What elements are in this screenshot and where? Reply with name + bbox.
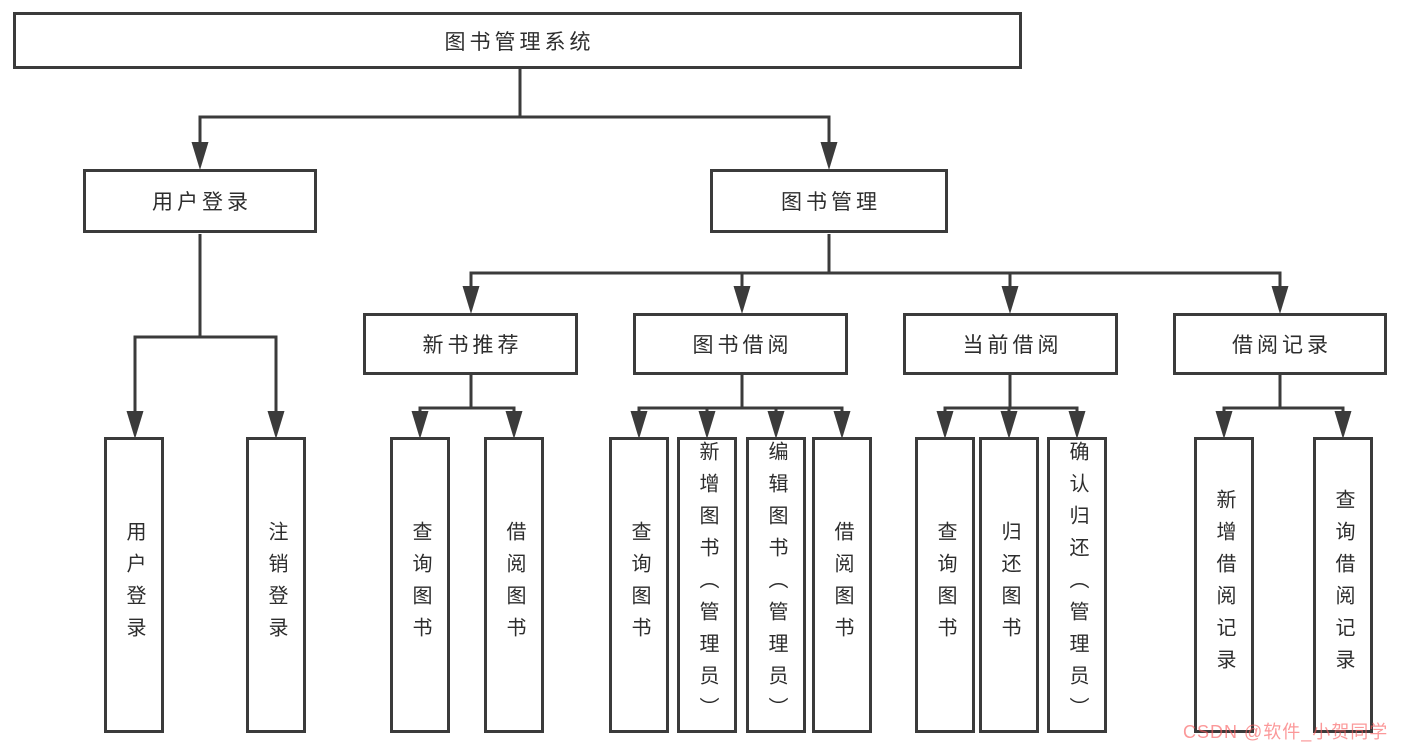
- leaf-label: 借阅图书: [503, 521, 525, 649]
- node-user-login: 用户登录: [83, 169, 317, 233]
- leaf-borrow-book-recommend: 借阅图书: [484, 437, 544, 733]
- leaf-query-book-recommend: 查询图书: [390, 437, 450, 733]
- node-current-borrow: 当前借阅: [903, 313, 1118, 375]
- arrow-down-icon: [833, 411, 851, 439]
- leaf-query-book-borrow: 查询图书: [609, 437, 669, 733]
- node-book-management: 图书管理: [710, 169, 948, 233]
- leaf-label: 确认归还（管理员）: [1066, 441, 1088, 729]
- arrow-down-icon: [1271, 286, 1289, 314]
- arrow-down-icon: [767, 411, 785, 439]
- arrow-down-icon: [698, 411, 716, 439]
- arrow-down-icon: [191, 142, 209, 170]
- arrow-down-icon: [733, 286, 751, 314]
- node-root: 图书管理系统: [13, 12, 1022, 69]
- arrow-down-icon: [1334, 411, 1352, 439]
- arrow-down-icon: [462, 286, 480, 314]
- leaf-borrow-book: 借阅图书: [812, 437, 872, 733]
- arrow-down-icon: [411, 411, 429, 439]
- leaf-logout: 注销登录: [246, 437, 306, 733]
- leaf-label: 新增图书（管理员）: [696, 441, 718, 729]
- arrow-down-icon: [630, 411, 648, 439]
- leaf-label: 编辑图书（管理员）: [765, 441, 787, 729]
- leaf-user-login: 用户登录: [104, 437, 164, 733]
- arrow-down-icon: [1001, 286, 1019, 314]
- leaf-confirm-return-admin: 确认归还（管理员）: [1047, 437, 1107, 733]
- leaf-label: 新增借阅记录: [1213, 489, 1235, 681]
- leaf-label: 查询图书: [934, 521, 956, 649]
- arrow-down-icon: [267, 411, 285, 439]
- node-new-book-recommend: 新书推荐: [363, 313, 578, 375]
- leaf-query-borrow-record: 查询借阅记录: [1313, 437, 1373, 733]
- watermark: CSDN @软件_小贺同学: [1183, 722, 1389, 742]
- leaf-label: 用户登录: [123, 521, 145, 649]
- arrow-down-icon: [820, 142, 838, 170]
- leaf-return-book: 归还图书: [979, 437, 1039, 733]
- leaf-add-borrow-record: 新增借阅记录: [1194, 437, 1254, 733]
- leaf-label: 查询图书: [409, 521, 431, 649]
- arrow-down-icon: [1068, 411, 1086, 439]
- node-book-borrow: 图书借阅: [633, 313, 848, 375]
- arrow-down-icon: [505, 411, 523, 439]
- leaf-label: 注销登录: [265, 521, 287, 649]
- arrow-down-icon: [126, 411, 144, 439]
- node-borrow-records: 借阅记录: [1173, 313, 1387, 375]
- arrowheads: [126, 142, 1352, 439]
- leaf-query-book-current: 查询图书: [915, 437, 975, 733]
- leaf-edit-book-admin: 编辑图书（管理员）: [746, 437, 806, 733]
- arrow-down-icon: [1215, 411, 1233, 439]
- arrow-down-icon: [936, 411, 954, 439]
- arrow-down-icon: [1000, 411, 1018, 439]
- leaf-label: 查询图书: [628, 521, 650, 649]
- leaf-label: 归还图书: [998, 521, 1020, 649]
- leaf-label: 查询借阅记录: [1332, 489, 1354, 681]
- leaf-label: 借阅图书: [831, 521, 853, 649]
- leaf-add-book-admin: 新增图书（管理员）: [677, 437, 737, 733]
